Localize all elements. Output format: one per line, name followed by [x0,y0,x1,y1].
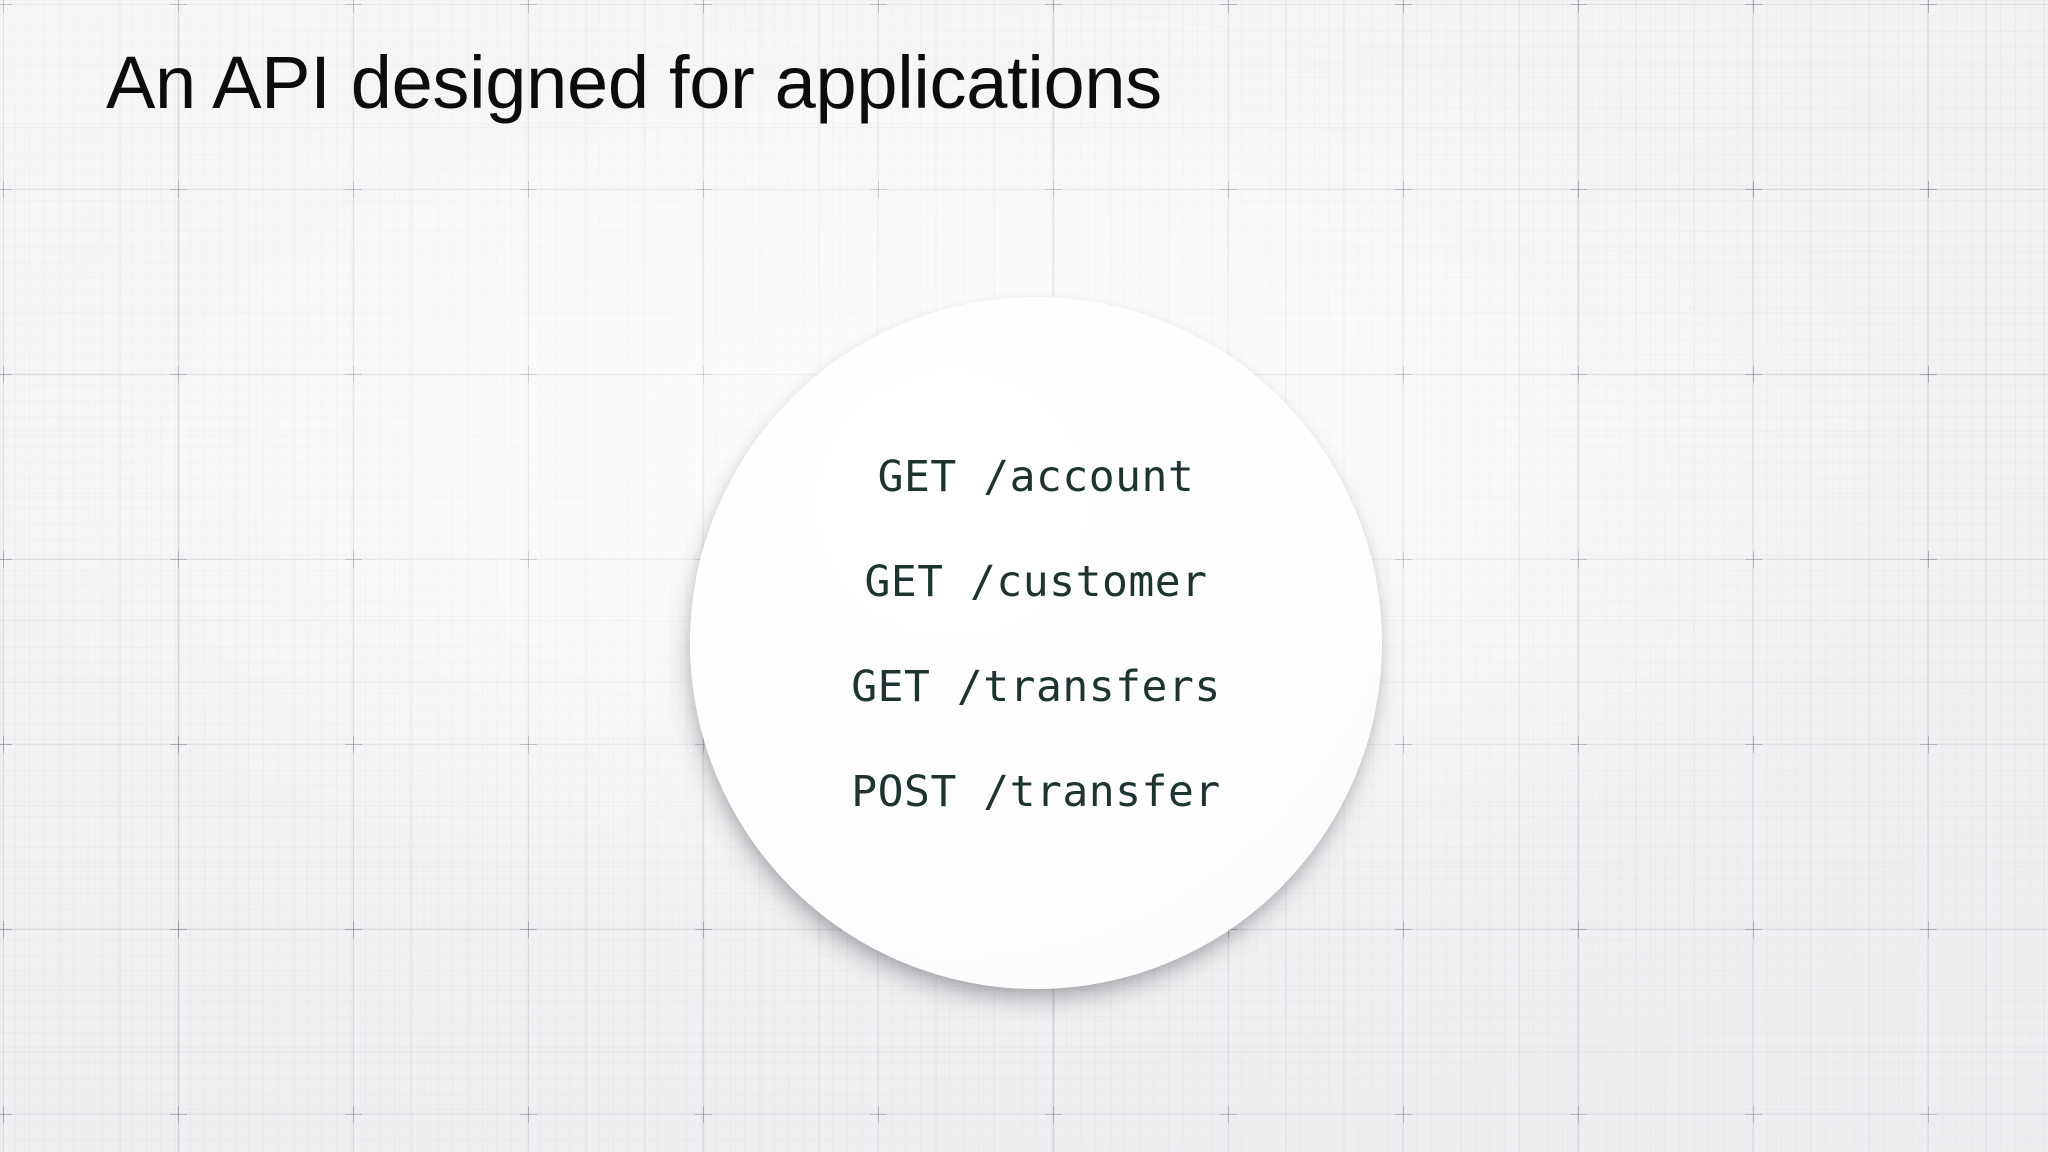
grid-crosshair-icon [345,366,362,383]
grid-crosshair-icon [1395,736,1412,753]
grid-crosshair-icon [1920,921,1937,938]
grid-crosshair-icon [1570,921,1587,938]
grid-crosshair-icon [1745,1106,1762,1123]
grid-crosshair-icon [520,921,537,938]
grid-crosshair-icon [170,551,187,568]
grid-crosshair-icon [1395,551,1412,568]
grid-crosshair-icon [0,181,12,198]
api-endpoint-list: GET /account GET /customer GET /transfer… [851,425,1220,845]
grid-crosshair-icon [1745,551,1762,568]
grid-crosshair-icon [1220,0,1237,13]
grid-crosshair-icon [170,921,187,938]
grid-crosshair-icon [520,551,537,568]
page-title: An API designed for applications [106,41,1162,124]
grid-crosshair-icon [1745,736,1762,753]
grid-crosshair-icon [1045,181,1062,198]
grid-crosshair-icon [520,736,537,753]
grid-crosshair-icon [1570,181,1587,198]
grid-crosshair-icon [870,0,887,13]
grid-crosshair-icon [0,736,12,753]
api-endpoints-bubble: GET /account GET /customer GET /transfer… [690,297,1382,989]
grid-crosshair-icon [1920,0,1937,13]
grid-crosshair-icon [1920,366,1937,383]
grid-crosshair-icon [695,0,712,13]
grid-crosshair-icon [170,0,187,13]
grid-crosshair-icon [1570,366,1587,383]
grid-crosshair-icon [1920,1106,1937,1123]
grid-crosshair-icon [0,0,12,13]
api-endpoint-item: GET /customer [864,557,1208,607]
grid-crosshair-icon [1570,0,1587,13]
grid-crosshair-icon [170,736,187,753]
grid-crosshair-icon [1220,1106,1237,1123]
grid-crosshair-icon [520,0,537,13]
grid-crosshair-icon [1570,736,1587,753]
grid-crosshair-icon [0,1106,12,1123]
grid-crosshair-icon [1395,0,1412,13]
grid-crosshair-icon [1395,181,1412,198]
grid-crosshair-icon [1395,1106,1412,1123]
grid-crosshair-icon [1920,551,1937,568]
grid-crosshair-icon [695,366,712,383]
grid-crosshair-icon [1745,366,1762,383]
grid-crosshair-icon [1570,551,1587,568]
grid-crosshair-icon [1745,921,1762,938]
grid-crosshair-icon [170,366,187,383]
grid-crosshair-icon [695,921,712,938]
grid-crosshair-icon [695,1106,712,1123]
grid-crosshair-icon [345,736,362,753]
grid-crosshair-icon [0,921,12,938]
grid-crosshair-icon [1920,736,1937,753]
grid-crosshair-icon [1570,1106,1587,1123]
grid-crosshair-icon [1045,1106,1062,1123]
grid-crosshair-icon [1745,0,1762,13]
grid-crosshair-icon [520,1106,537,1123]
grid-crosshair-icon [1045,0,1062,13]
grid-crosshair-icon [0,551,12,568]
api-endpoint-item: GET /account [877,452,1195,502]
grid-crosshair-icon [1395,921,1412,938]
grid-crosshair-icon [0,366,12,383]
grid-crosshair-icon [345,551,362,568]
grid-crosshair-icon [170,1106,187,1123]
grid-crosshair-icon [520,366,537,383]
grid-crosshair-icon [345,1106,362,1123]
grid-crosshair-icon [170,181,187,198]
grid-crosshair-icon [870,181,887,198]
api-endpoint-item: GET /transfers [851,662,1221,712]
grid-crosshair-icon [345,921,362,938]
grid-crosshair-icon [1920,181,1937,198]
api-endpoint-item: POST /transfer [851,767,1221,817]
grid-crosshair-icon [345,181,362,198]
grid-crosshair-icon [520,181,537,198]
grid-crosshair-icon [345,0,362,13]
grid-crosshair-icon [1395,366,1412,383]
grid-crosshair-icon [695,181,712,198]
grid-crosshair-icon [870,1106,887,1123]
grid-crosshair-icon [1220,181,1237,198]
grid-crosshair-icon [1745,181,1762,198]
